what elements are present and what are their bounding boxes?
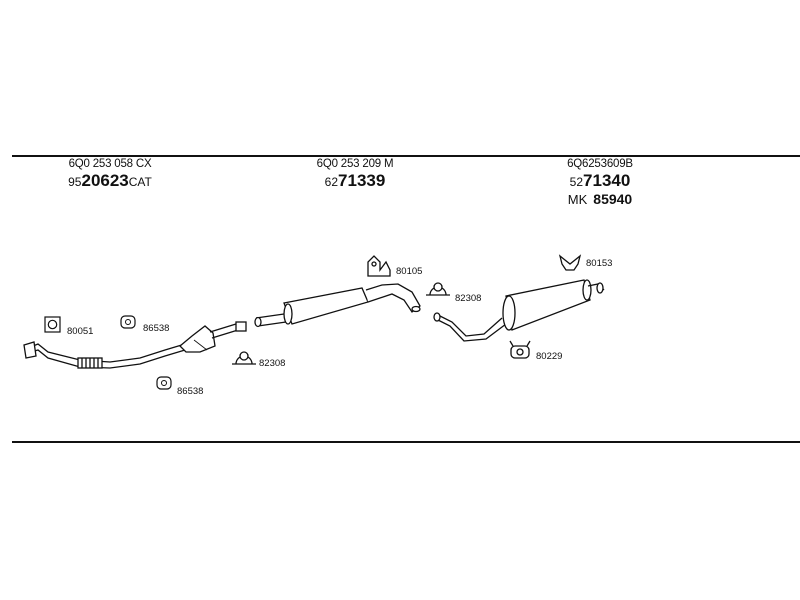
- part-label-80105: 80105: [396, 266, 422, 277]
- part-number: 9520623CAT: [68, 171, 152, 191]
- middle-silencer-header: 6Q0 253 209 M 6271339: [300, 158, 410, 191]
- part-label-86538-lower: 86538: [177, 386, 203, 397]
- part-label-80229: 80229: [536, 351, 562, 362]
- catalytic-converter-icon: [179, 321, 247, 353]
- part-label-80051: 80051: [67, 326, 93, 337]
- part-number: 5271340: [569, 171, 631, 191]
- bottom-divider: [12, 441, 800, 443]
- oem-reference: 6Q6253609B: [567, 158, 633, 170]
- part-label-82308-upper: 82308: [455, 293, 481, 304]
- middle-silencer-icon: [254, 283, 421, 328]
- oem-reference: 6Q0 253 209 M: [316, 158, 394, 170]
- top-divider: [12, 155, 800, 157]
- rubber-hanger-icon: [367, 255, 391, 277]
- pipe-clamp-icon: [426, 282, 450, 296]
- rubber-mount-icon: [156, 376, 172, 390]
- part-number: 6271339: [324, 171, 386, 191]
- rear-silencer-icon: [433, 279, 605, 342]
- front-pipe-header: 6Q0 253 058 CX 9520623CAT: [55, 158, 165, 191]
- front-pipe-icon: [23, 341, 186, 369]
- part-label-82308-lower: 82308: [259, 358, 285, 369]
- oem-reference: 6Q0 253 058 CX: [68, 158, 152, 170]
- pipe-clamp-icon: [232, 351, 256, 365]
- rubber-mount-icon: [120, 315, 136, 329]
- part-label-86538-upper: 86538: [143, 323, 169, 334]
- gasket-icon: [44, 316, 61, 333]
- part-label-80153: 80153: [586, 258, 612, 269]
- rubber-mount-icon: [509, 340, 531, 359]
- bracket-icon: [558, 254, 582, 271]
